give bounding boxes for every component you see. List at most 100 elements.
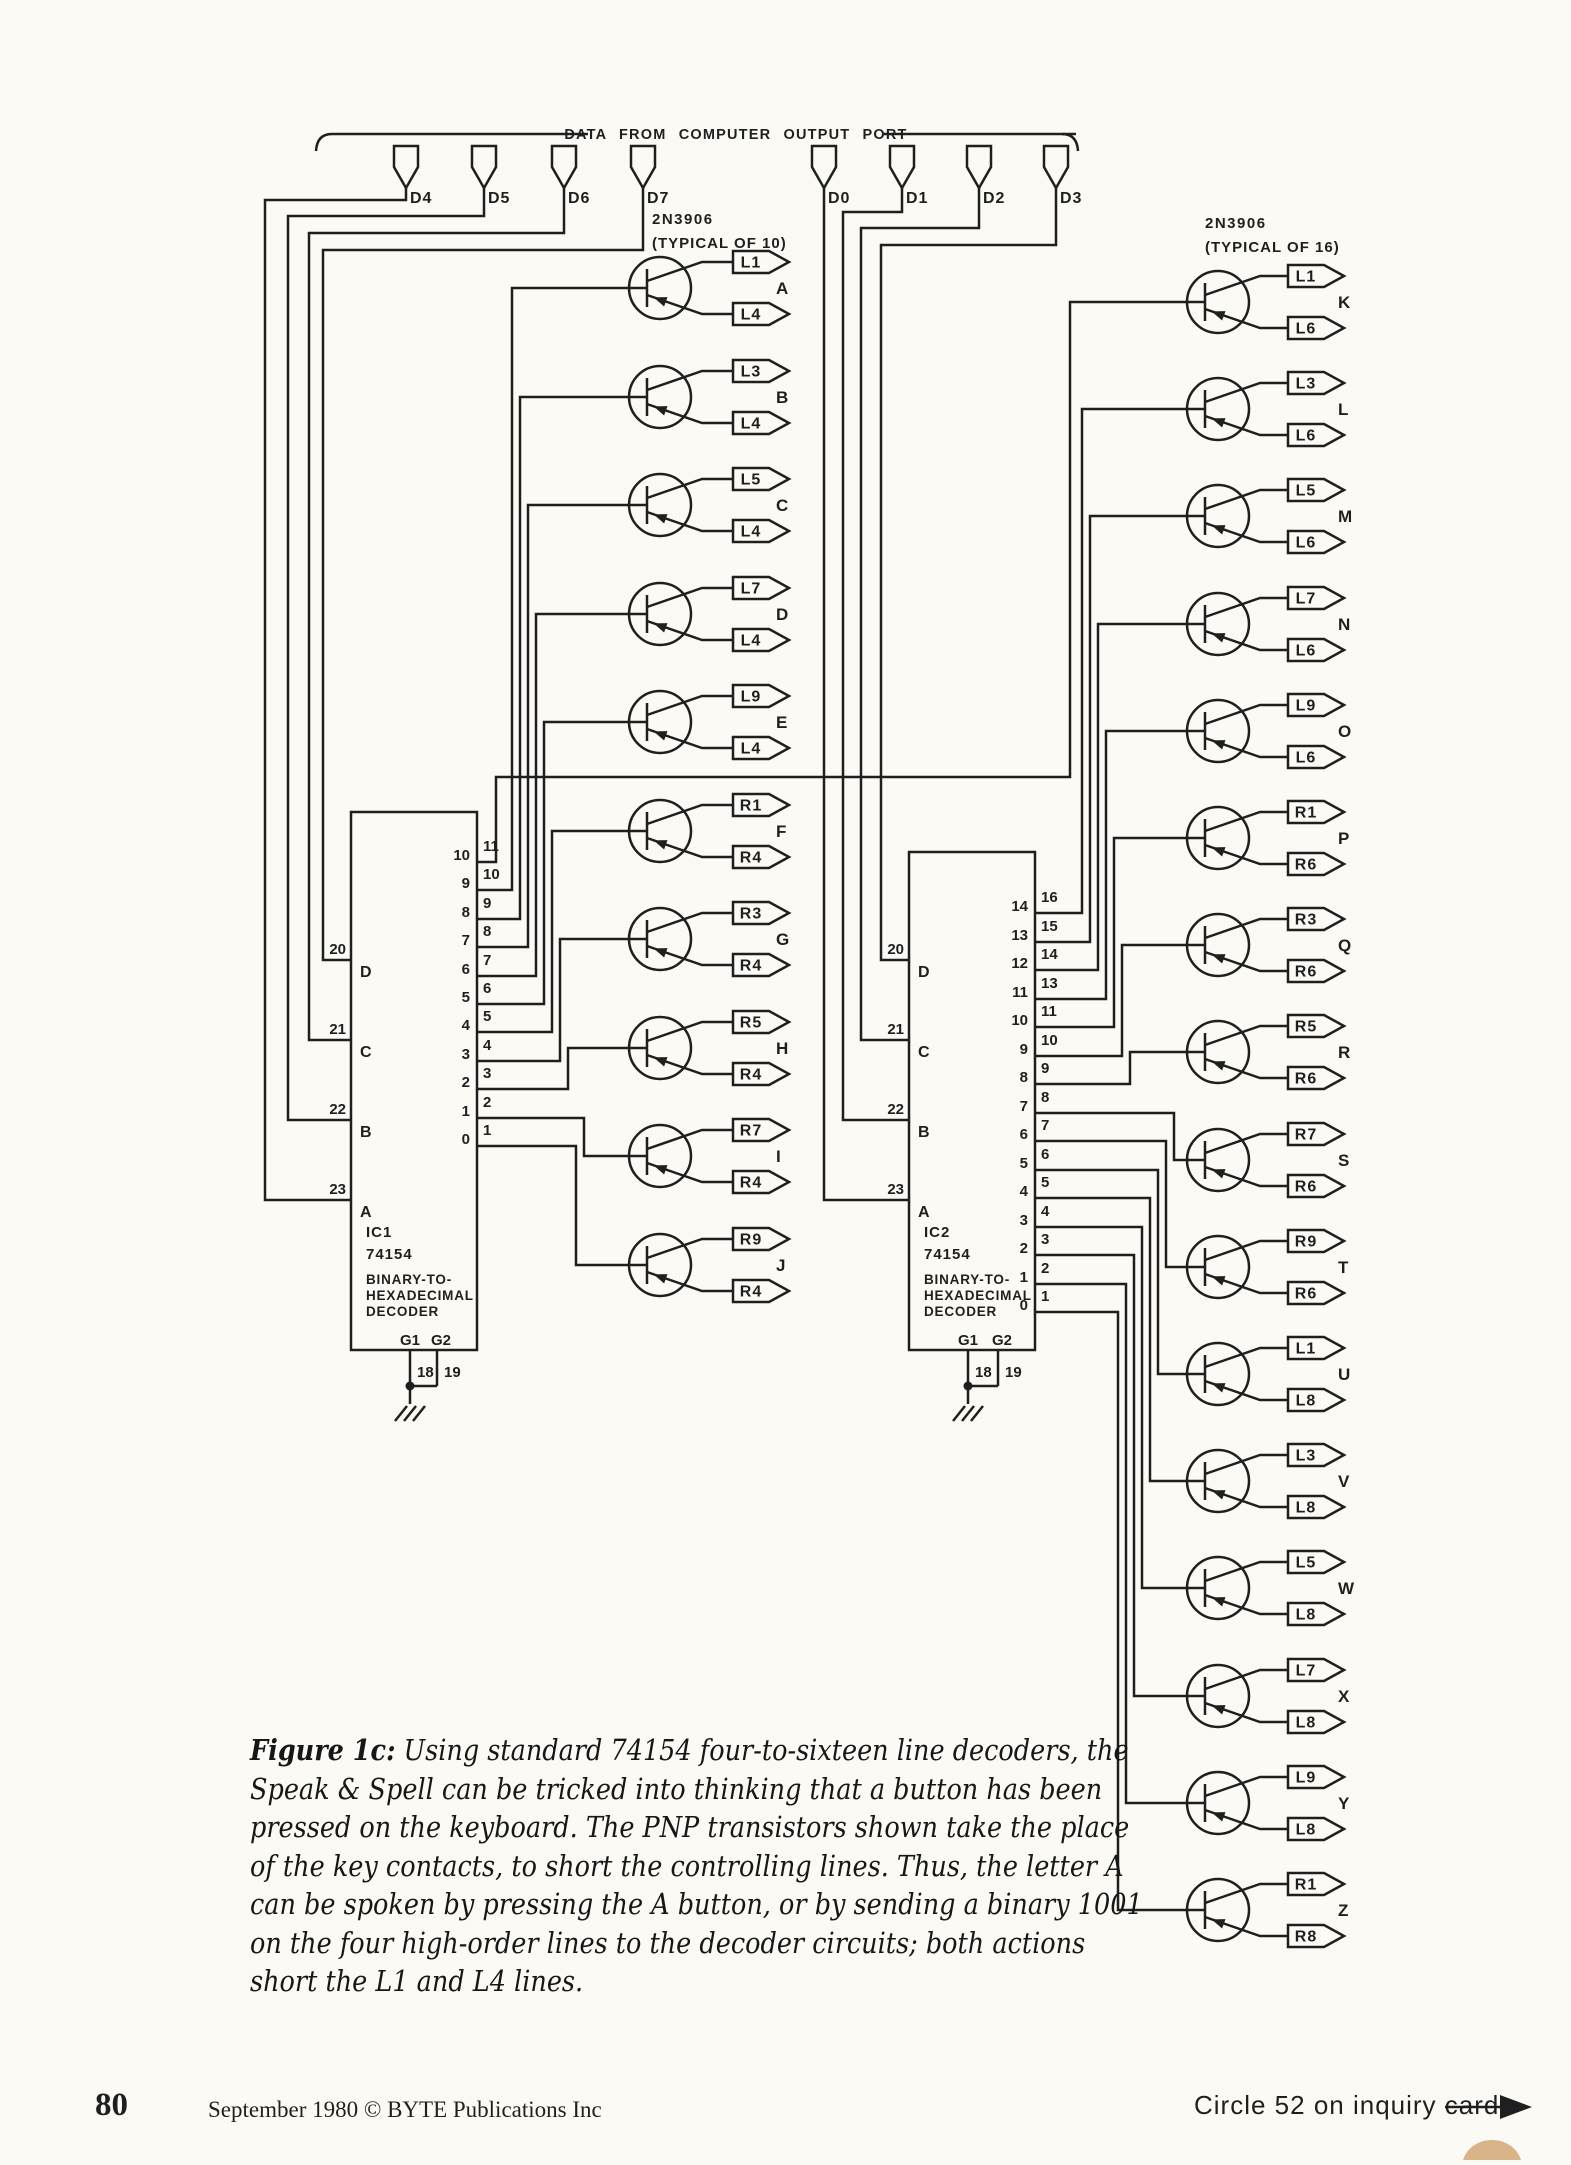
tag-shape-P-top xyxy=(1286,799,1347,825)
tag-shape-B-top xyxy=(731,358,792,384)
IC2-pin-8-number: 8 xyxy=(1041,1089,1049,1106)
transistor-O-pnp-arrow-icon xyxy=(1211,740,1226,750)
tag-shape-E-top xyxy=(731,683,792,709)
IC1-out-7-label: 7 xyxy=(462,932,470,949)
IC1-input-A: A xyxy=(360,1204,372,1221)
tag-shape-V-bottom xyxy=(1286,1494,1347,1520)
transistor-J-collector-lead xyxy=(646,1237,733,1260)
IC2-out-12-label: 12 xyxy=(1011,955,1028,972)
tag-label-A-bottom: L4 xyxy=(741,307,762,324)
transistor-T-body xyxy=(1185,1234,1251,1300)
tag-shape-Z-top xyxy=(1286,1871,1347,1897)
transistor-I-pnp-arrow-icon xyxy=(653,1165,668,1175)
IC1-junction-dot xyxy=(405,1381,415,1391)
bus-leader-hook-left xyxy=(314,132,333,152)
IC1-G2-label: G2 xyxy=(431,1332,451,1349)
transistor-M-body xyxy=(1185,483,1251,549)
transistor-A-collector-lead xyxy=(646,260,733,283)
tag-label-C-bottom: L4 xyxy=(741,524,762,541)
IC2-pin-22-number: 22 xyxy=(887,1101,904,1118)
transistor-letter-J: J xyxy=(776,1256,785,1275)
transistor-N-body xyxy=(1185,591,1251,657)
note-2n3906-left: 2N3906 xyxy=(652,211,714,228)
IC2-pin-23-number: 23 xyxy=(887,1181,904,1198)
IC1-input-D: D xyxy=(360,964,372,981)
transistor-letter-C: C xyxy=(776,496,788,515)
wire-IC2-out10-to-P xyxy=(1035,836,1205,1029)
transistor-Q-pnp-arrow-icon xyxy=(1211,954,1226,964)
tag-label-T-top: R9 xyxy=(1295,1234,1317,1251)
wire-IC1-out8-to-B xyxy=(477,395,647,921)
transistor-P-collector-lead xyxy=(1204,810,1288,833)
page-corner-mark xyxy=(1462,2140,1522,2165)
tag-label-L-top: L3 xyxy=(1296,376,1317,393)
IC1-pin-8-number: 8 xyxy=(483,923,491,940)
transistor-H-body xyxy=(627,1015,693,1081)
note-2n3906-right: 2N3906 xyxy=(1205,215,1267,232)
transistor-V-pnp-arrow-icon xyxy=(1211,1490,1226,1500)
tag-label-C-top: L5 xyxy=(741,472,762,489)
IC2-input-A: A xyxy=(918,1204,930,1221)
tag-shape-I-bottom xyxy=(731,1169,792,1195)
transistor-letter-F: F xyxy=(776,822,786,841)
IC2-pin-13-number: 13 xyxy=(1041,975,1058,992)
transistor-letter-X: X xyxy=(1338,1687,1350,1706)
transistor-D-pnp-arrow-icon xyxy=(653,623,668,633)
tag-shape-U-bottom xyxy=(1286,1387,1347,1413)
IC1-pin-9-number: 9 xyxy=(483,895,491,912)
wire-IC1-out10-to-K xyxy=(477,300,1205,864)
tag-label-K-bottom: L6 xyxy=(1296,321,1317,338)
tag-shape-R-top xyxy=(1286,1013,1347,1039)
tag-label-M-top: L5 xyxy=(1296,483,1317,500)
connector-D2 xyxy=(965,144,993,191)
tag-label-O-bottom: L6 xyxy=(1296,750,1317,767)
wire-IC2-out11-to-O xyxy=(1035,729,1205,1001)
transistor-G-body xyxy=(627,906,693,972)
tag-label-Q-top: R3 xyxy=(1295,912,1317,929)
IC2-out-1-label: 1 xyxy=(1020,1269,1028,1286)
tag-label-Q-bottom: R6 xyxy=(1295,964,1317,981)
transistor-N-collector-lead xyxy=(1204,596,1288,619)
IC1-pin-6-number: 6 xyxy=(483,980,491,997)
tag-shape-L-top xyxy=(1286,370,1347,396)
wire-IC1-out0-to-J xyxy=(477,1144,647,1267)
transistor-Y-collector-lead xyxy=(1204,1775,1288,1798)
caption-line: Figure 1c: Using standard 74154 four-to-… xyxy=(250,1731,1129,1770)
IC1-pin-7-number: 7 xyxy=(483,952,491,969)
transistor-Z-collector-lead xyxy=(1204,1882,1288,1905)
tag-label-U-top: L1 xyxy=(1296,1341,1317,1358)
tag-shape-C-top xyxy=(731,466,792,492)
transistor-T-pnp-arrow-icon xyxy=(1211,1276,1226,1286)
transistor-W-body xyxy=(1185,1555,1251,1621)
wire-IC1-out7-to-C xyxy=(477,503,647,949)
connector-D4 xyxy=(392,144,420,191)
IC2-pin-11-number: 11 xyxy=(1041,1003,1057,1020)
wire-IC2-out8-to-R xyxy=(1035,1050,1205,1086)
wire-D4-to-IC1 xyxy=(263,188,408,1202)
IC2-pin-20-number: 20 xyxy=(887,941,904,958)
IC2-input-B: B xyxy=(918,1124,930,1141)
tag-label-V-bottom: L8 xyxy=(1296,1500,1317,1517)
tag-label-X-top: L7 xyxy=(1296,1663,1317,1680)
IC2-input-C: C xyxy=(918,1044,930,1061)
IC1-ground-icon xyxy=(394,1405,408,1422)
wire-IC2-out1-to-Y xyxy=(1035,1282,1205,1805)
tag-shape-R-bottom xyxy=(1286,1065,1347,1091)
tag-label-M-bottom: L6 xyxy=(1296,535,1317,552)
ic2-box xyxy=(907,850,1037,1352)
connector-label-D1: D1 xyxy=(906,190,928,207)
IC2-out-10-label: 10 xyxy=(1011,1012,1028,1029)
IC1-desc-2: DECODER xyxy=(366,1304,439,1319)
tag-shape-F-top xyxy=(731,792,792,818)
tag-shape-O-top xyxy=(1286,692,1347,718)
tag-shape-M-bottom xyxy=(1286,529,1347,555)
transistor-letter-M: M xyxy=(1338,507,1352,526)
transistor-C-collector-lead xyxy=(646,477,733,500)
transistor-W-pnp-arrow-icon xyxy=(1211,1597,1226,1607)
bus-leader-hook-right xyxy=(1061,132,1080,152)
transistor-letter-B: B xyxy=(776,388,788,407)
IC2-pin-4-number: 4 xyxy=(1041,1203,1050,1220)
tag-label-K-top: L1 xyxy=(1296,269,1317,286)
connector-D6 xyxy=(550,144,578,191)
